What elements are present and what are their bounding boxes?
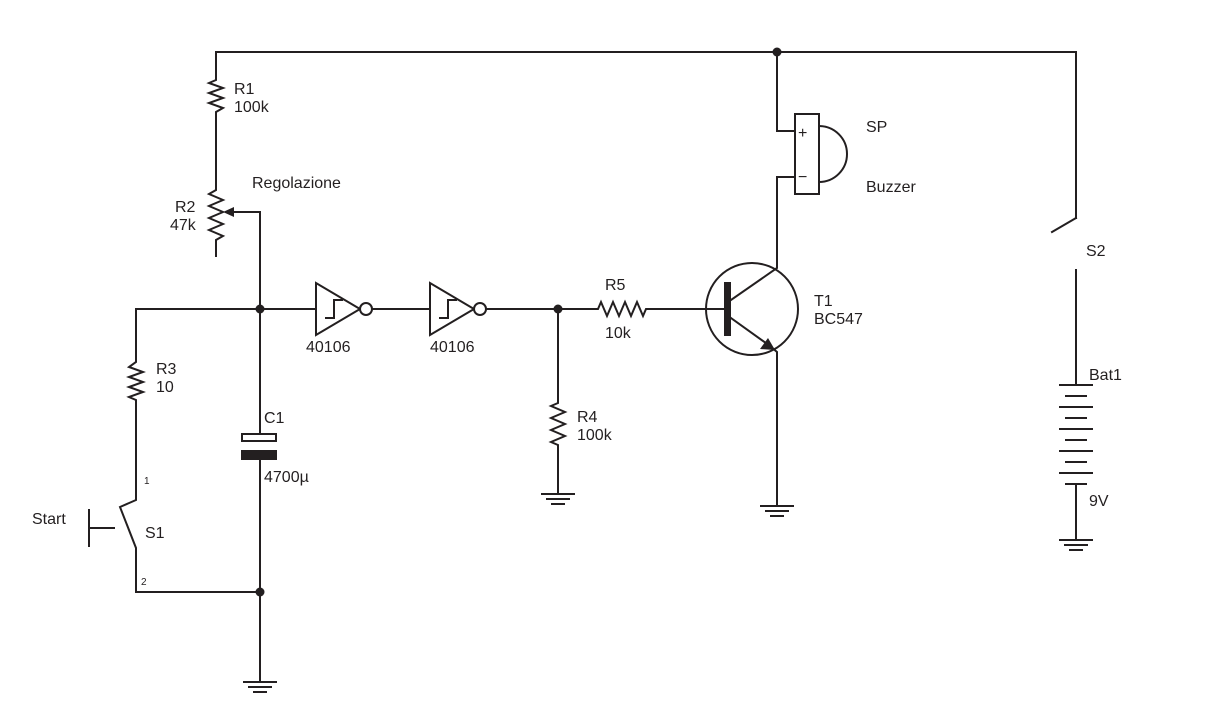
t1-value-label: BC547 [814, 311, 863, 328]
timing-node-wire [126, 308, 317, 461]
r2-regolazione-label: Regolazione [252, 175, 341, 192]
u2-value-label: 40106 [430, 339, 475, 356]
r1-value-label: 100k [234, 99, 270, 116]
potentiometer-r2: Regolazione R2 47k [170, 175, 341, 307]
r5-ref-label: R5 [605, 277, 626, 294]
buzzer-sp: + − SP Buzzer [776, 51, 916, 197]
r3-value-label: 10 [156, 379, 174, 396]
r3-ref-label: R3 [156, 361, 177, 378]
wire-u2-r5 [485, 299, 709, 319]
resistor-r1: R1 100k [206, 51, 270, 185]
sp-plus-label: + [798, 125, 807, 142]
sp-minus-label: − [798, 169, 807, 186]
sp-buzzer-label: Buzzer [866, 179, 916, 196]
r5-value-label: 10k [605, 325, 632, 342]
capacitor-c1: C1 4700µ [241, 308, 309, 683]
switch-s1: Start S1 1 2 [32, 459, 261, 593]
s1-pin2-label: 2 [141, 577, 147, 588]
sp-ref-label: SP [866, 119, 887, 136]
wiper-arrow-icon [223, 207, 234, 217]
junction-bottom-node [255, 587, 265, 597]
schmitt-inverter-u2: 40106 [429, 281, 487, 356]
battery-bat1: Bat1 9V [1059, 367, 1122, 541]
resistor-r4: R4 100k [548, 308, 613, 495]
c1-value-label: 4700µ [264, 469, 309, 486]
ground-symbol-2 [541, 493, 575, 505]
schmitt-inverter-u1: 40106 [306, 281, 373, 356]
r1-ref-label: R1 [234, 81, 255, 98]
t1-ref-label: T1 [814, 293, 833, 310]
switch-s2: S2 [1050, 216, 1106, 386]
top-rail-wire [215, 51, 1077, 219]
resistor-r3: R3 10 [156, 361, 177, 396]
ground-symbol-1 [243, 681, 277, 693]
s1-pin1-label: 1 [144, 476, 150, 487]
r4-value-label: 100k [577, 427, 613, 444]
transistor-t1: T1 BC547 [705, 195, 863, 507]
resistor-r5: R5 10k [605, 277, 632, 342]
bat1-ref-label: Bat1 [1089, 367, 1122, 384]
ground-symbol-3 [760, 505, 794, 517]
r2-ref-label: R2 [175, 199, 196, 216]
u1-value-label: 40106 [306, 339, 351, 356]
r4-ref-label: R4 [577, 409, 598, 426]
c1-ref-label: C1 [264, 410, 285, 427]
s2-ref-label: S2 [1086, 243, 1106, 260]
bat1-value-label: 9V [1089, 493, 1109, 510]
ground-symbol-4 [1059, 539, 1093, 551]
r2-value-label: 47k [170, 217, 197, 234]
s1-start-label: Start [32, 511, 66, 528]
s1-ref-label: S1 [145, 525, 165, 542]
